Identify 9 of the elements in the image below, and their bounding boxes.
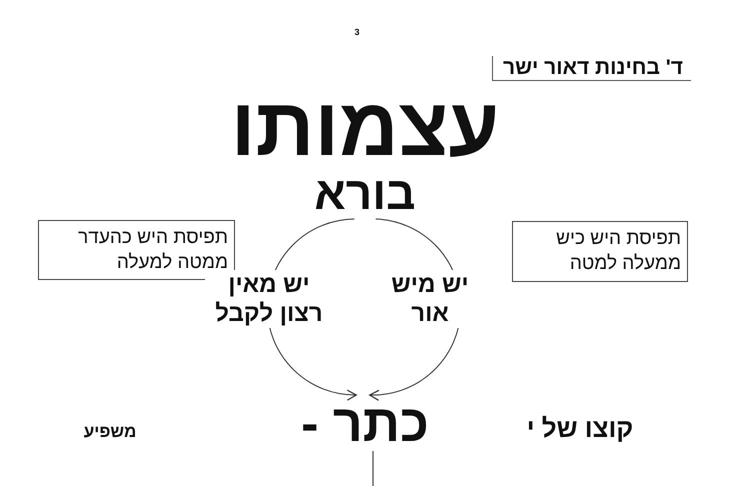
heading-text: עצמותו bbox=[230, 92, 500, 164]
text-label: קוצו של י bbox=[526, 412, 634, 444]
line bbox=[372, 450, 374, 486]
heading-text: כתר - bbox=[290, 395, 440, 451]
heading: ד' בחינות דאור ישר bbox=[492, 56, 691, 81]
page-number: 3 bbox=[353, 26, 360, 38]
text-label: משפיע bbox=[82, 421, 138, 443]
text-box: תפיסת היש כיש ממעלה למטה bbox=[512, 221, 688, 282]
heading-text: בורא bbox=[300, 170, 430, 219]
